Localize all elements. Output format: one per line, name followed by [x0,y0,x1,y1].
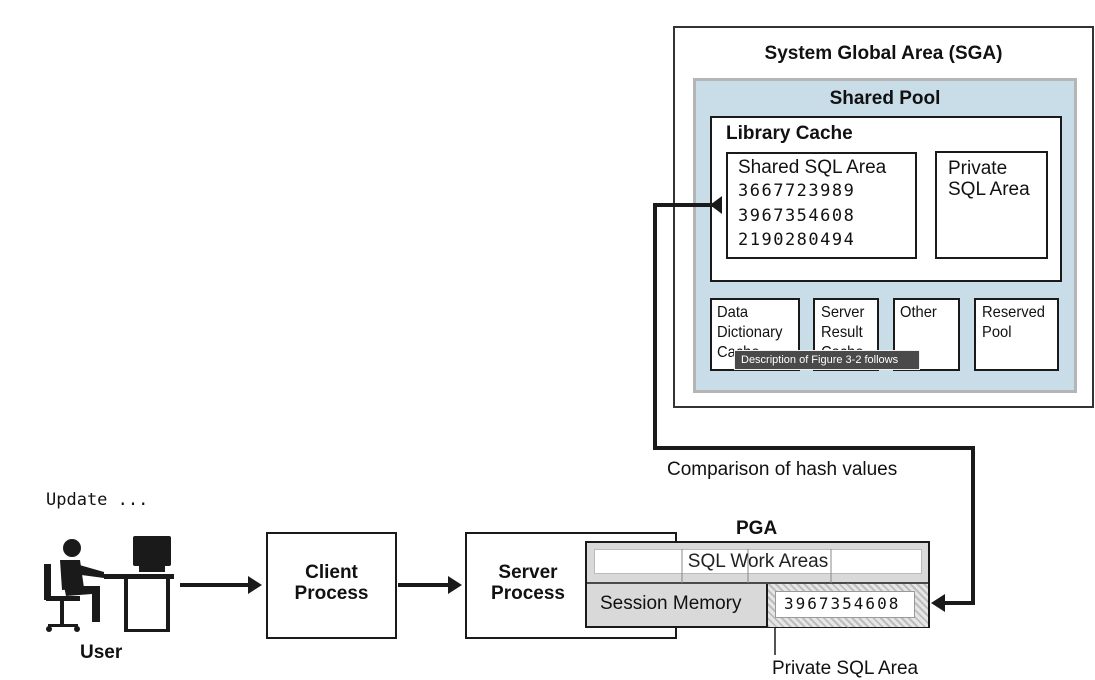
library-cache-title: Library Cache [726,123,853,144]
reserved-pool-label: Reserved Pool [982,304,1046,341]
figure-description-tooltip[interactable]: Description of Figure 3-2 follows [734,350,920,370]
hash-value: 2190280494 [738,230,856,250]
shared-sql-area-title: Shared SQL Area [738,157,887,178]
update-statement: Update ... [46,490,149,510]
hash-value: 3967354608 [738,206,856,226]
arrowhead [248,576,262,594]
user-icon [44,536,174,632]
private-sql-area-label: Private SQL Area [772,658,919,679]
sql-work-areas-label: SQL Work Areas [687,551,829,572]
pga-hash-value: 3967354608 [784,594,901,613]
sga-title: System Global Area (SGA) [764,43,1003,64]
other-label: Other [900,304,937,321]
client-process-label: Client Process [294,562,369,604]
hash-comparison-arrow [653,203,975,605]
hash-value: 3667723989 [738,181,856,201]
shared-pool-title: Shared Pool [829,88,941,109]
sql-work-areas-box [594,549,922,574]
arrowhead [710,196,722,214]
private-sql-area-label: Private SQL Area [948,158,1030,200]
arrowhead [448,576,462,594]
arrowhead [931,594,945,612]
user-label: User [80,642,123,663]
other-box [893,298,960,371]
session-memory-label: Session Memory [600,593,742,614]
pga-hash-field [775,591,915,618]
comparison-label: Comparison of hash values [667,459,898,480]
client-process-box [266,532,397,639]
reserved-pool-box [974,298,1059,371]
private-sql-area-box [935,151,1048,259]
sga-box [673,26,1094,408]
pga-title: PGA [736,518,778,539]
server-process-label: Server Process [491,562,565,604]
shared-sql-area-box [726,152,917,259]
